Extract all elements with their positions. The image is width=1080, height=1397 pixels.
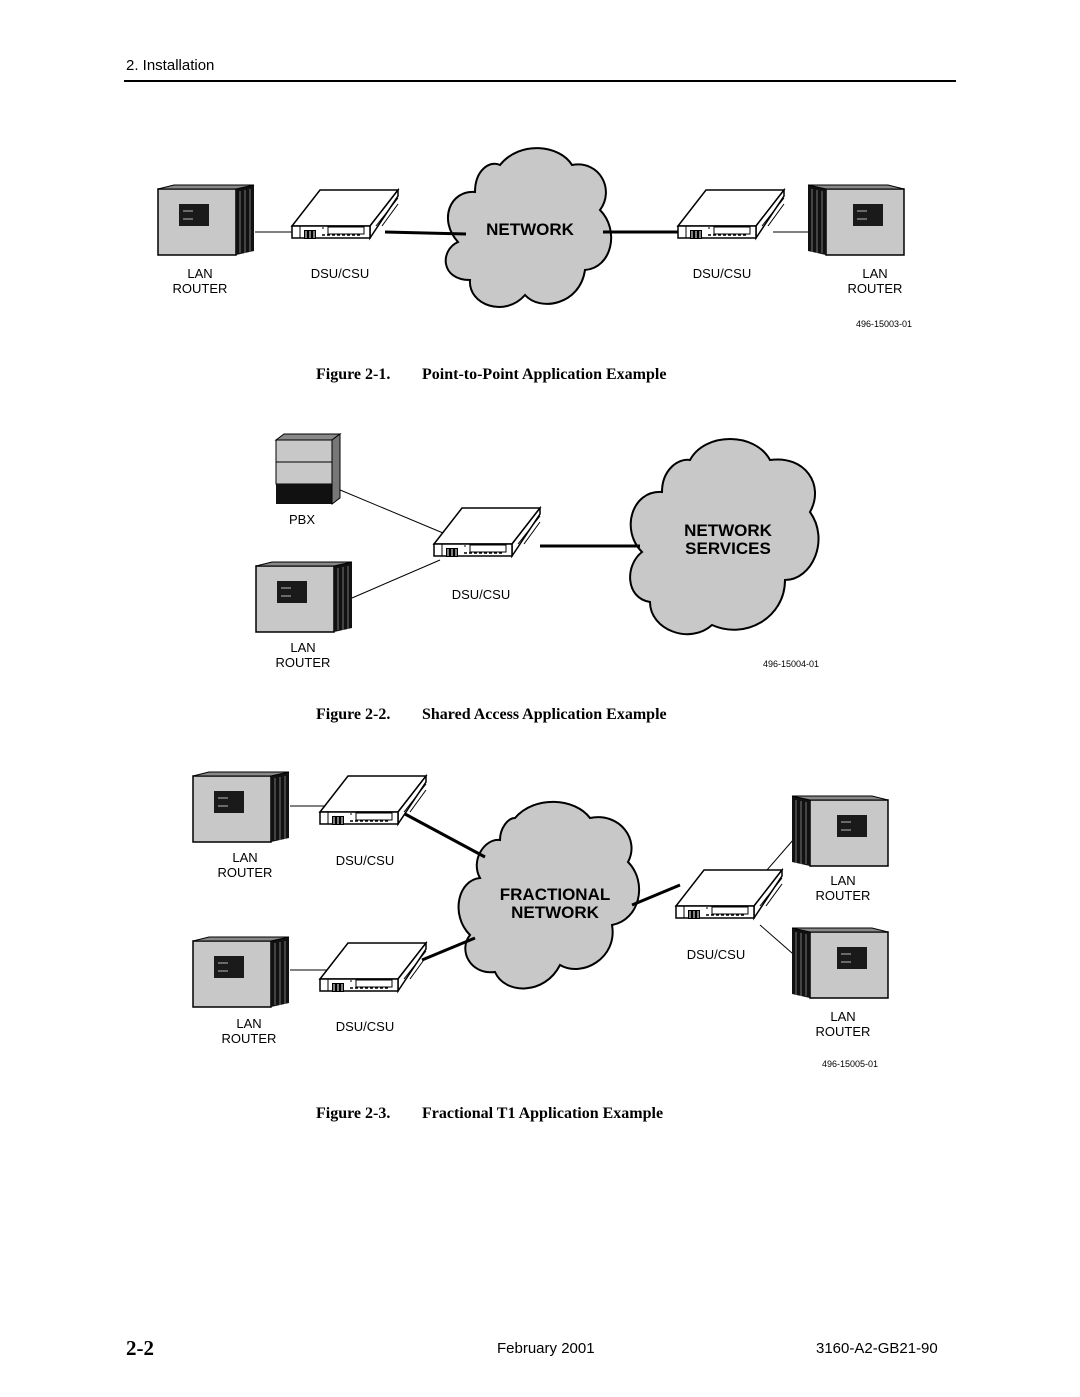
fig3-cloud	[457, 800, 641, 990]
fig2-link-router-dsu	[351, 559, 441, 599]
fig2-router-icon	[255, 561, 353, 633]
fig3-bl-dsu-icon	[319, 942, 427, 993]
header-rule	[124, 80, 956, 82]
fig3-link-network-right-dsu	[631, 883, 681, 907]
fig1-right-dsu-label: DSU/CSU	[692, 266, 752, 281]
fig1-figure-id: 496-15003-01	[856, 319, 913, 329]
section-header: 2. Installation	[126, 57, 215, 74]
fig2-figure-id: 496-15004-01	[763, 659, 820, 669]
fig3-link-bl-dsu-network	[421, 936, 476, 962]
footer-date: February 2001	[497, 1340, 595, 1357]
fig1-left-router-icon	[157, 184, 255, 256]
fig2-dsu-label: DSU/CSU	[451, 587, 511, 602]
fig2-cloud	[629, 438, 820, 635]
fig3-figure-id: 496-15005-01	[822, 1059, 879, 1069]
fig1-cloud	[444, 147, 613, 308]
fig1-link-dsu-network-left	[384, 230, 467, 236]
fig2-caption: Figure 2-2.Shared Access Application Exa…	[316, 706, 667, 723]
fig1-caption: Figure 2-1.Point-to-Point Application Ex…	[316, 366, 667, 383]
fig3-bl-dsu-label: DSU/CSU	[335, 1019, 395, 1034]
fig1-right-dsu-icon	[677, 189, 785, 240]
fig3-right-dsu-icon	[675, 869, 783, 920]
page-number: 2-2	[126, 1336, 154, 1360]
fig3-caption: Figure 2-3.Fractional T1 Application Exa…	[316, 1105, 664, 1122]
footer-doc-number: 3160-A2-GB21-90	[816, 1340, 938, 1357]
fig3-link-tl-dsu-network	[404, 812, 486, 859]
fig3-right-dsu-label: DSU/CSU	[686, 947, 746, 962]
fig1-left-dsu-icon	[291, 189, 399, 240]
fig2-pbx-label: PBX	[288, 512, 315, 527]
fig3-br-router-icon	[791, 927, 889, 999]
fig3-tl-router-icon	[192, 771, 290, 843]
fig2-dsu-icon	[433, 507, 541, 558]
fig1-right-router-icon	[807, 184, 905, 256]
fig3-tl-dsu-label: DSU/CSU	[335, 853, 395, 868]
fig3-tr-router-icon	[791, 795, 889, 867]
fig3-bl-router-icon	[192, 936, 290, 1008]
fig2-link-pbx-dsu	[332, 486, 456, 539]
fig2-pbx-icon	[275, 433, 341, 505]
fig1-network-label: NETWORK	[486, 220, 574, 239]
fig1-left-dsu-label: DSU/CSU	[310, 266, 370, 281]
